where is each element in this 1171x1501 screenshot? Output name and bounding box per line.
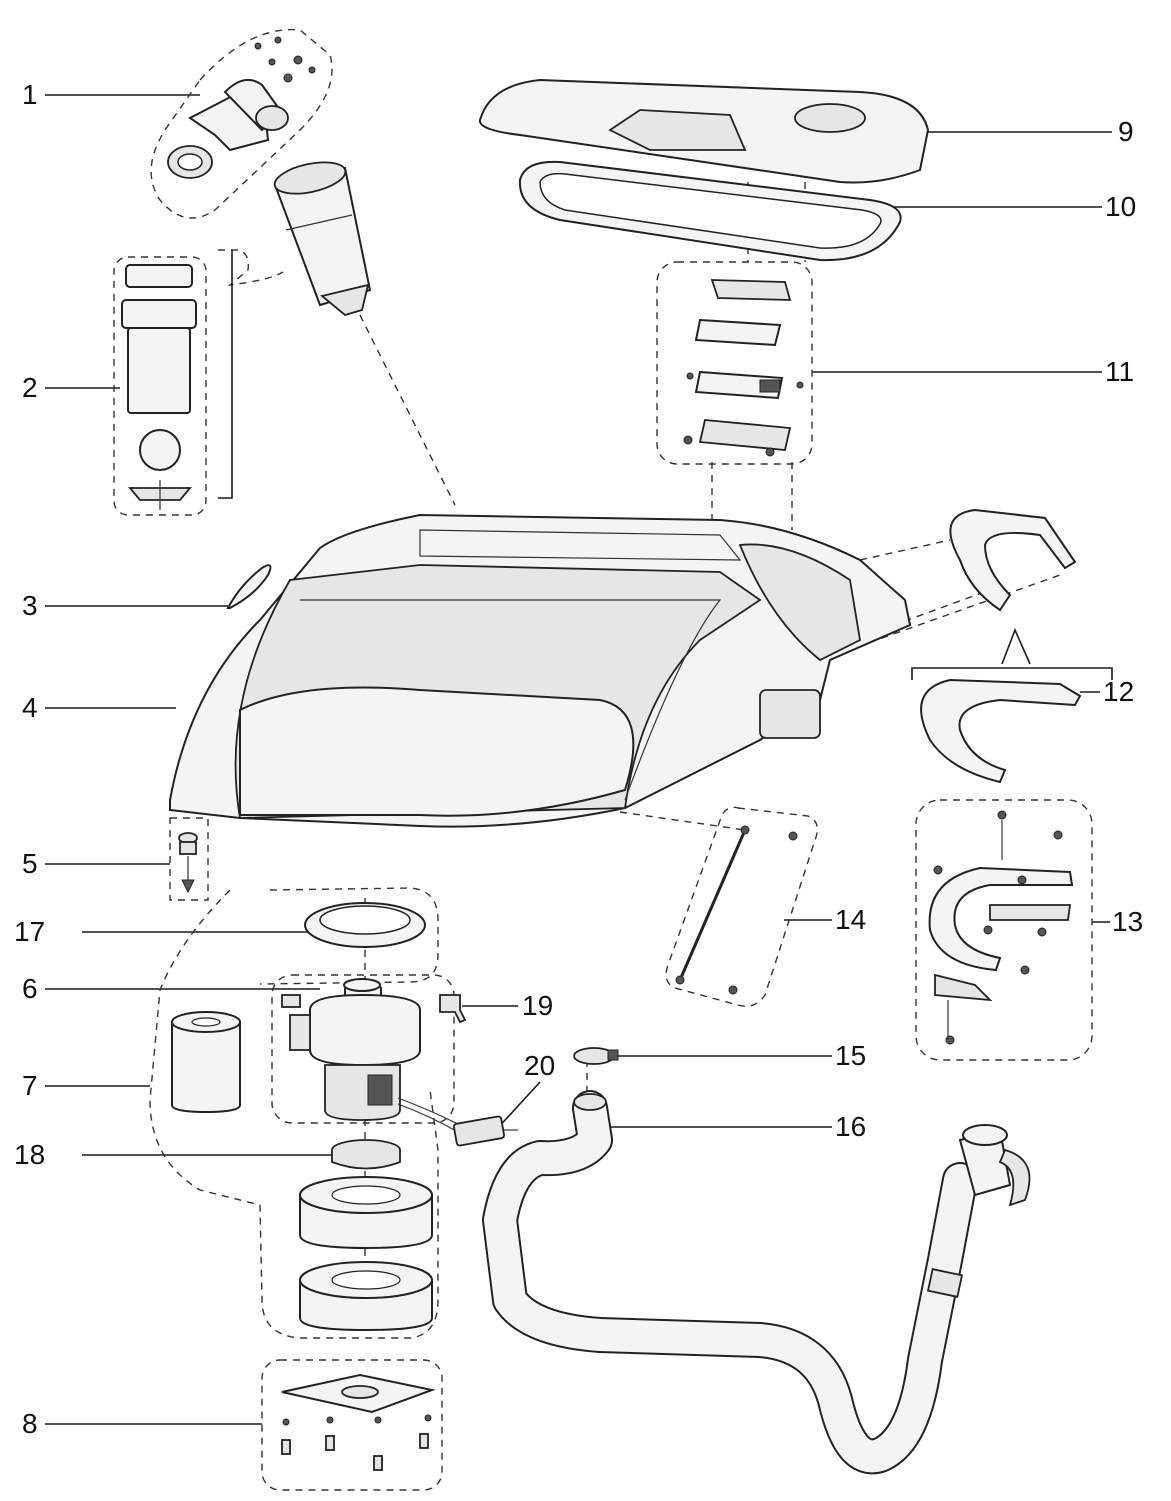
- part-4-tank-body: [169, 513, 912, 828]
- part-11-latch-assembly: [683, 279, 804, 457]
- foam-rings: [299, 1176, 433, 1332]
- callout-13: 13: [1112, 906, 1144, 937]
- callout-3: 3: [22, 590, 38, 621]
- callout-12: 12: [1103, 676, 1135, 707]
- callout-9: 9: [1118, 116, 1134, 147]
- callout-14: 14: [835, 904, 867, 935]
- part-1-elbow-connector: [167, 36, 316, 179]
- part-5-drain-plug: [178, 832, 198, 894]
- callout-11: 11: [1105, 356, 1135, 387]
- callout-7: 7: [22, 1070, 38, 1101]
- part-8-mounting-plate: [281, 1373, 436, 1471]
- part-16-hose: [482, 1090, 1031, 1475]
- group-outlines: [113, 28, 1113, 1491]
- part-6-vacuum-motor: [289, 978, 421, 1121]
- callout-18: 18: [14, 1139, 46, 1170]
- part-15-hose-clamp: [573, 1047, 619, 1065]
- callout-17: 17: [14, 916, 46, 947]
- callout-19: 19: [522, 990, 554, 1021]
- part-12-bumper: [920, 508, 1082, 784]
- callout-15: 15: [835, 1040, 867, 1071]
- part-19-clip: [439, 994, 467, 1024]
- callout-2: 2: [22, 372, 38, 403]
- callout-1: 1: [22, 79, 38, 110]
- part-20-switch: [397, 1097, 518, 1147]
- callout-10: 10: [1105, 191, 1137, 222]
- part-7-filter-cylinder: [171, 1011, 241, 1114]
- callout-20: 20: [524, 1050, 556, 1081]
- callout-4: 4: [22, 692, 38, 723]
- part-14-rod: [675, 825, 798, 995]
- part-9-lid: [478, 78, 930, 184]
- part-10-gasket: [518, 160, 902, 262]
- part-17-seal-ring: [304, 902, 426, 948]
- part-2-filter-stack: [121, 264, 197, 510]
- callout-8: 8: [22, 1408, 38, 1439]
- part-19-clip-left: [281, 994, 301, 1008]
- callout-6: 6: [22, 973, 38, 1004]
- filter-cartridge: [273, 161, 372, 316]
- part-3-tether: [226, 564, 272, 609]
- part-18-ring: [331, 1139, 401, 1170]
- leader-lines: [45, 94, 1112, 1425]
- callout-5: 5: [22, 848, 38, 879]
- callout-16: 16: [835, 1111, 867, 1142]
- part-13-bracket: [928, 810, 1074, 1045]
